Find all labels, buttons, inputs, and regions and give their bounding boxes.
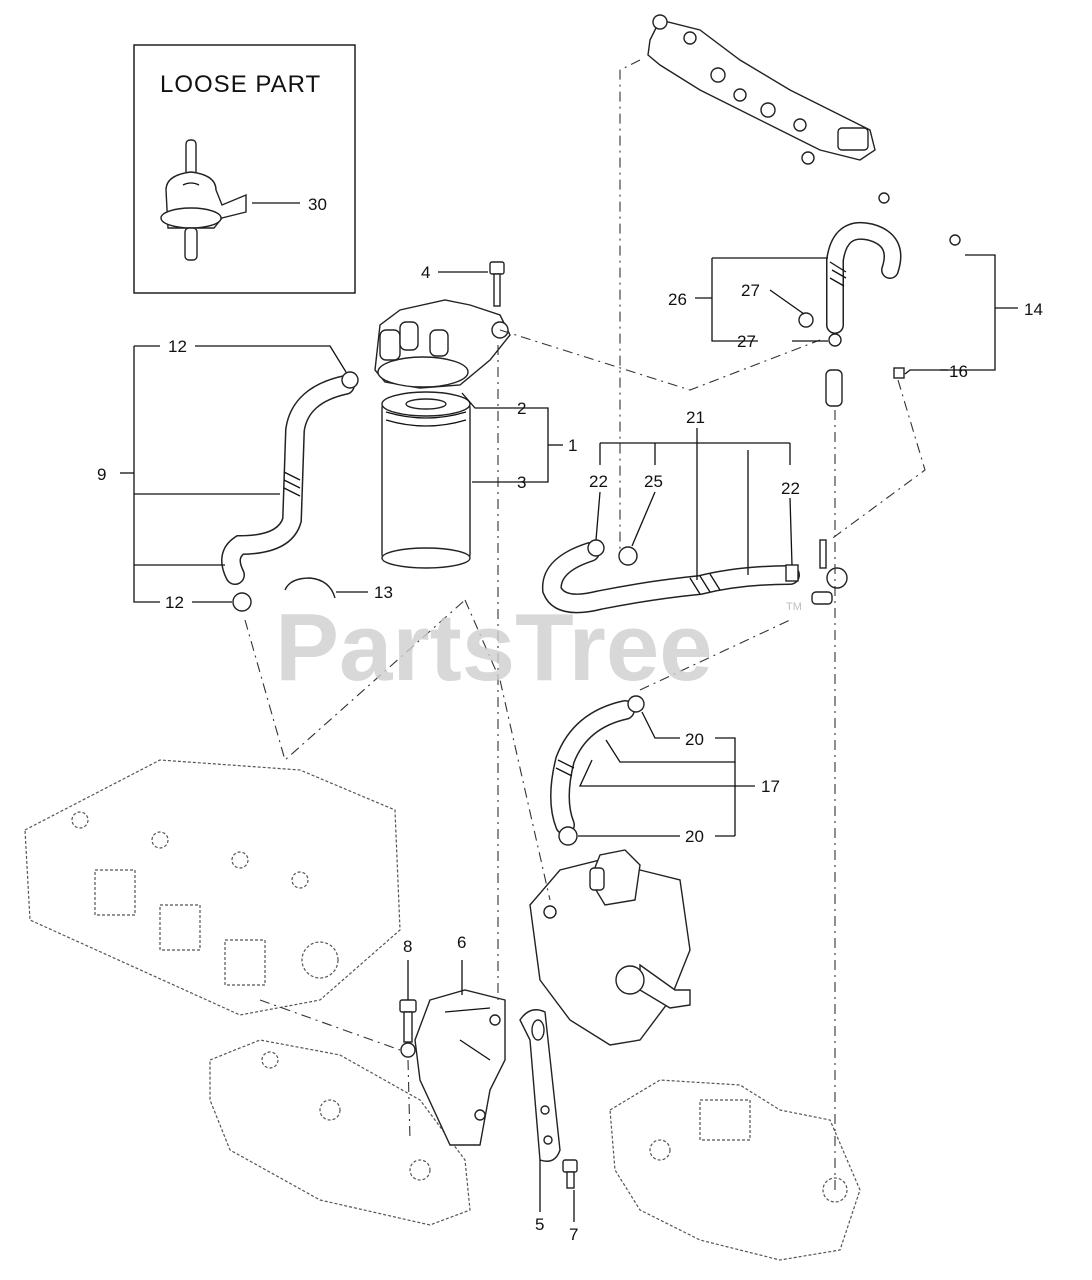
hose-clamp-27-lower [828, 333, 842, 347]
callout-27-lower: 27 [737, 332, 756, 351]
fuel-filter-head-part [374, 299, 511, 389]
callout-17: 17 [761, 777, 780, 796]
callout-27-upper: 27 [741, 281, 760, 300]
callout-4: 4 [421, 263, 430, 282]
callout-20-upper: 20 [685, 730, 704, 749]
fuel-injection-pump-part [529, 849, 691, 1046]
fuel-pressure-damper-part [160, 139, 247, 261]
callout-8: 8 [403, 937, 412, 956]
callout-numbers: 4 12 2 1 9 3 12 13 27 26 27 14 16 21 22 … [97, 263, 1043, 1244]
bracket-bolt-8-part [399, 999, 417, 1058]
strap-5-part [519, 1009, 561, 1162]
fuel-hose-21-part [541, 542, 800, 614]
callout-1: 1 [568, 436, 577, 455]
assembly-center-lines [244, 59, 926, 1190]
callout-leader-lines [120, 254, 1018, 1222]
fuel-rail-part [647, 14, 876, 161]
intake-manifold-part [209, 1039, 471, 1226]
callout-9: 9 [97, 465, 106, 484]
callout-12-lower: 12 [165, 593, 184, 612]
callout-14: 14 [1024, 300, 1043, 319]
callout-26: 26 [668, 290, 687, 309]
callout-2: 2 [517, 399, 526, 418]
callout-12-upper: 12 [168, 337, 187, 356]
banjo-fitting-part [825, 369, 843, 407]
strap-bolt-7-part [562, 1159, 578, 1189]
callout-30: 30 [308, 195, 327, 214]
partstree-watermark: PartsTree [275, 594, 713, 701]
hose-clamp-20-upper [627, 695, 645, 713]
fuel-return-tube-part [801, 151, 961, 373]
filter-mount-bolt-part [489, 261, 505, 307]
watermark-trademark: TM [786, 601, 802, 613]
callout-6: 6 [457, 933, 466, 952]
callout-13: 13 [374, 583, 393, 602]
engine-block-part [609, 1079, 861, 1261]
hose-clamp-13-part [284, 577, 336, 599]
callout-22-left: 22 [589, 472, 608, 491]
fuel-hose-9-part [221, 375, 355, 585]
loose-part-box: LOOSE PART 30 [133, 44, 356, 294]
banjo-connector-part [811, 539, 848, 605]
hose-clamp-27-upper [798, 312, 814, 328]
loose-part-title: LOOSE PART [160, 71, 321, 98]
hose-clamp-25-part [618, 546, 638, 566]
hose-clamp-22-left [587, 539, 605, 557]
hose-clamp-12-upper [341, 371, 359, 389]
callout-25: 25 [644, 472, 663, 491]
hose-clamp-20-lower [558, 826, 578, 846]
callout-5: 5 [535, 1215, 544, 1234]
callout-16: 16 [949, 362, 968, 381]
callout-21: 21 [686, 408, 705, 427]
cylinder-head-part [24, 759, 401, 1016]
return-hose-part [826, 221, 902, 334]
callout-3: 3 [517, 473, 526, 492]
hose-clamp-22-right [785, 564, 799, 582]
filter-bracket-part [414, 989, 506, 1146]
hose-clamp-12-lower [232, 592, 252, 612]
fuel-hose-17-part [550, 700, 635, 835]
callout-20-lower: 20 [685, 827, 704, 846]
fuel-filter-element-part [381, 391, 471, 569]
tube-clip-16 [893, 367, 905, 379]
callout-22-right: 22 [781, 479, 800, 498]
callout-7: 7 [569, 1225, 578, 1244]
